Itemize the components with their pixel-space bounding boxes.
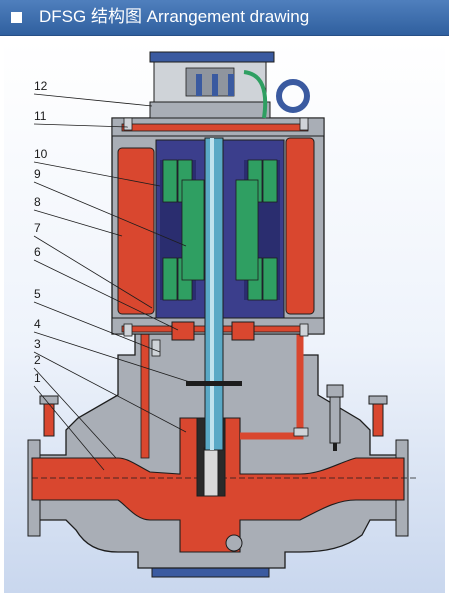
oil-ring	[186, 381, 242, 386]
callout-leaders	[33, 93, 197, 471]
bolts	[123, 117, 309, 437]
callout-8: 8	[34, 195, 41, 209]
header-bar: DFSG 结构图 Arrangement drawing	[0, 0, 449, 36]
seal-left	[171, 321, 195, 341]
callout-9: 9	[34, 167, 41, 181]
drain-plug	[225, 534, 243, 552]
rotor-core-right	[235, 179, 259, 281]
upper-red-bar	[121, 123, 309, 132]
callout-labels: 12 11 10 9 8 7 6 5 4 3 2 1	[34, 79, 48, 385]
rotor-core-left	[181, 179, 205, 281]
bullet-square-icon	[11, 12, 22, 23]
callout-4: 4	[34, 317, 41, 331]
page-title: DFSG 结构图 Arrangement drawing	[39, 7, 310, 26]
callout-11: 11	[34, 109, 47, 123]
callout-12: 12	[34, 79, 48, 93]
left-gauge-nozzle	[39, 395, 59, 437]
callout-7: 7	[34, 221, 41, 235]
cooling-jacket-right	[285, 137, 315, 315]
junction-box	[149, 51, 275, 119]
base-plate	[151, 567, 270, 578]
cooling-jacket-left	[117, 147, 155, 315]
callout-2: 2	[34, 353, 41, 367]
shaft-highlight	[210, 138, 214, 450]
impeller-nut	[203, 447, 219, 497]
callout-6: 6	[34, 245, 41, 259]
callout-10: 10	[34, 147, 48, 161]
callout-1: 1	[34, 371, 41, 385]
cable	[243, 70, 268, 119]
callout-5: 5	[34, 287, 41, 301]
left-jacket-pipe	[140, 329, 150, 459]
lifting-ring-icon	[276, 79, 310, 113]
seal-right	[231, 321, 255, 341]
right-gauge-nozzle	[368, 395, 388, 437]
callout-3: 3	[34, 337, 41, 351]
valve-right	[326, 384, 344, 451]
